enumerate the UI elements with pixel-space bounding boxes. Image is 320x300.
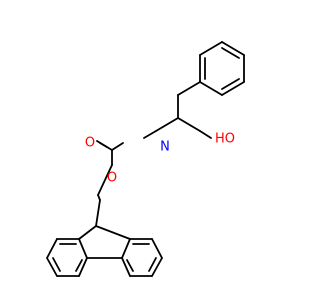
atom-label-carbonyl-oxygen: O (85, 136, 95, 151)
atom-label-hydroxyl: HO (215, 132, 235, 147)
atom-label-ester-oxygen: O (107, 171, 117, 186)
fluorene-system (46, 225, 163, 277)
carbamate-bonds (96, 140, 124, 196)
fluorenyl-methylene-bonds (95, 194, 101, 227)
atom-label-n: N (160, 140, 170, 155)
phenyl-ring (199, 41, 245, 96)
side-chain-bonds (143, 81, 212, 139)
molecule-structure: N O O HO (46, 41, 245, 277)
